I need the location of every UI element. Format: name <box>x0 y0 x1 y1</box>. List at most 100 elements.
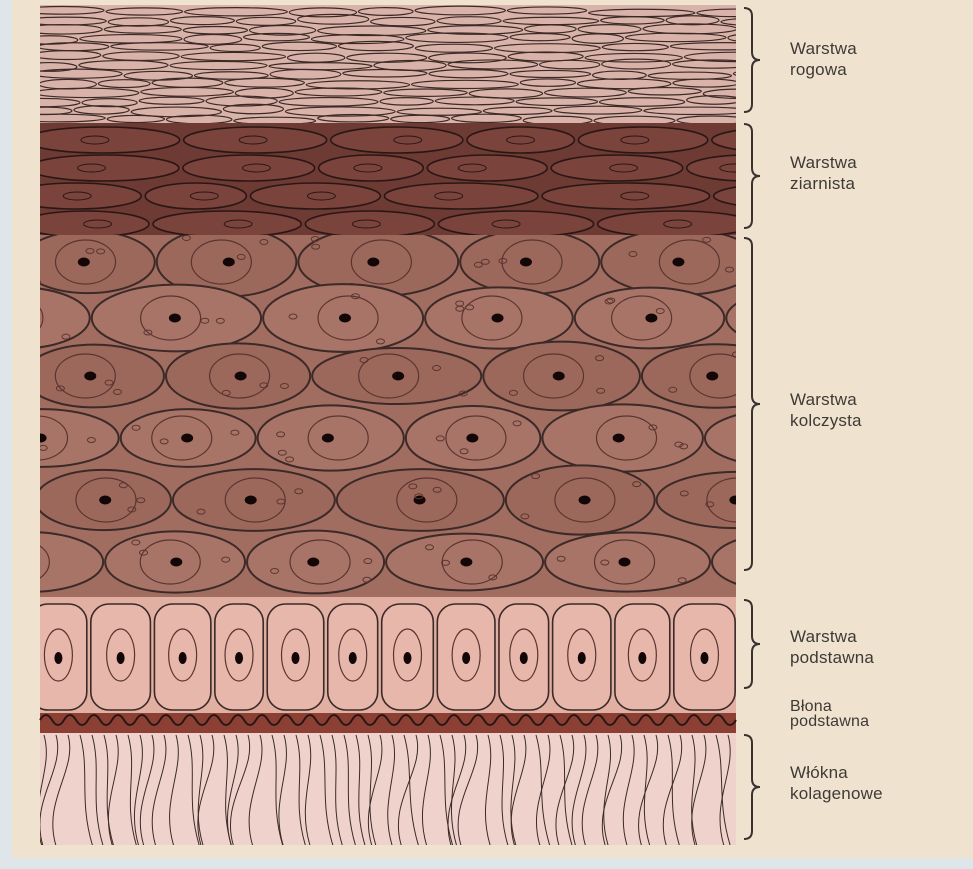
basale-nucleolus <box>349 652 357 664</box>
cell-organelle <box>24 549 32 554</box>
granulosum-cell <box>712 127 867 153</box>
spinosum-nucleolus <box>181 434 193 443</box>
spinosum-nucleolus <box>99 496 111 505</box>
granulosum-cell <box>184 127 327 153</box>
spinosum-cell <box>712 532 864 591</box>
cell-organelle <box>32 280 40 285</box>
label-line: Warstwa <box>790 152 857 173</box>
granulosum-cell <box>22 211 149 237</box>
granulosum-cell <box>542 183 710 209</box>
granulosum-cell <box>319 155 424 181</box>
granulosum-cell <box>757 211 898 237</box>
spinosum-nucleolus <box>84 372 96 381</box>
label-line: podstawna <box>790 714 869 729</box>
spinosum-nucleolus <box>78 258 90 267</box>
basale-nucleolus <box>520 652 528 664</box>
granulosum-cell <box>25 127 180 153</box>
spinosum-nucleolus <box>245 496 257 505</box>
cell-organelle <box>19 428 27 433</box>
basale-nucleolus <box>700 652 708 664</box>
basale-nucleolus <box>291 652 299 664</box>
spinosum-nucleus-outline <box>751 540 811 584</box>
cell-organelle <box>837 543 845 548</box>
label-line: kolagenowe <box>790 783 883 804</box>
granulosum-cell <box>145 183 246 209</box>
label-stratum-spinosum: Warstwa kolczysta <box>790 389 862 431</box>
brace-granulosum <box>744 124 760 228</box>
label-line: kolczysta <box>790 410 862 431</box>
granulosum-cell <box>183 155 315 181</box>
basale-nucleolus <box>403 652 411 664</box>
cell-organelle <box>793 507 801 512</box>
granulosum-cell <box>551 155 683 181</box>
brace-basale <box>744 600 760 688</box>
basale-nucleus-outline <box>755 629 783 681</box>
basale-nucleolus <box>179 652 187 664</box>
spinosum-nucleus-outline <box>0 296 43 340</box>
spinosum-nucleolus <box>169 314 181 323</box>
label-line: ziarnista <box>790 173 857 194</box>
spinosum-nucleus-outline <box>808 240 868 284</box>
cell-organelle <box>763 439 771 444</box>
granulosum-cell <box>305 211 434 237</box>
granulosum-cell <box>10 183 141 209</box>
granulosum-cell <box>598 211 754 237</box>
cell-organelle <box>798 320 806 325</box>
spinosum-nucleolus <box>520 258 532 267</box>
spinosum-nucleus-outline <box>774 296 834 340</box>
label-line: podstawna <box>790 647 874 668</box>
spinosum-nucleolus <box>782 558 794 567</box>
cell-organelle <box>763 449 771 454</box>
spinosum-nucleolus <box>833 258 845 267</box>
granulosum-cell <box>467 127 574 153</box>
spinosum-nucleolus <box>672 258 684 267</box>
layer-braces <box>744 8 760 839</box>
spinosum-nucleolus <box>322 434 334 443</box>
granulosum-nucleus <box>781 136 809 144</box>
spinosum-nucleolus <box>579 496 591 505</box>
corneum-scale <box>739 25 789 34</box>
spinosum-nucleolus <box>25 558 37 567</box>
spinosum-nucleolus <box>392 372 404 381</box>
cell-organelle <box>30 567 38 572</box>
spinosum-nucleolus <box>729 496 741 505</box>
label-stratum-corneum: Warstwa rogowa <box>790 38 857 80</box>
stratum-corneum-band <box>40 5 736 123</box>
label-stratum-granulosum: Warstwa ziarnista <box>790 152 857 194</box>
cell-organelle <box>800 244 808 249</box>
label-line: Warstwa <box>790 626 874 647</box>
label-line: Włókna <box>790 762 883 783</box>
granulosum-cell <box>438 211 593 237</box>
label-stratum-basale: Warstwa podstawna <box>790 626 874 668</box>
spinosum-nucleolus <box>460 558 472 567</box>
granulosum-cell <box>427 155 547 181</box>
cell-organelle <box>755 331 763 336</box>
spinosum-nucleolus <box>645 314 657 323</box>
brace-spinosum <box>744 238 760 570</box>
granulosum-cell <box>153 211 301 237</box>
spinosum-cell <box>726 289 876 346</box>
brace-corneum <box>744 8 760 112</box>
basale-columnar-cells <box>30 604 799 710</box>
spinosum-nucleolus <box>799 314 811 323</box>
basale-nucleolus <box>235 652 243 664</box>
spinosum-nucleolus <box>618 558 630 567</box>
label-collagen-fibers: Włókna kolagenowe <box>790 762 883 804</box>
basale-nucleolus <box>638 652 646 664</box>
basale-nucleolus <box>765 652 773 664</box>
spinosum-nucleolus <box>613 434 625 443</box>
granulosum-cell <box>28 155 179 181</box>
spinosum-nucleolus <box>367 258 379 267</box>
label-line: Warstwa <box>790 38 857 59</box>
cell-organelle <box>803 560 811 565</box>
spinosum-nucleolus <box>706 372 718 381</box>
basale-nucleolus <box>117 652 125 664</box>
granulosum-cell <box>578 127 707 153</box>
basale-nucleolus <box>578 652 586 664</box>
granulosum-cell <box>250 183 380 209</box>
granulosum-cell <box>331 127 463 153</box>
label-line: Błona <box>790 699 869 714</box>
spinosum-nucleolus <box>307 558 319 567</box>
spinosum-cell <box>762 229 912 296</box>
